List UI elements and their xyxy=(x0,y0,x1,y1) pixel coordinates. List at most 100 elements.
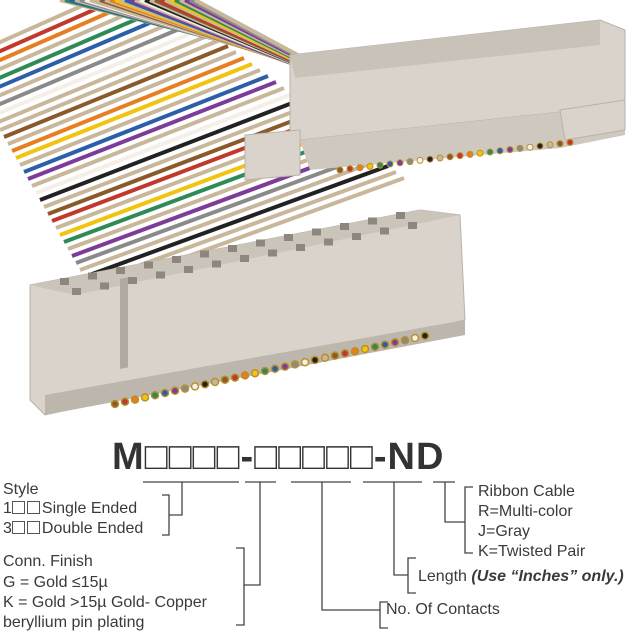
wire xyxy=(0,8,181,89)
contact-hole xyxy=(352,233,361,240)
wire xyxy=(39,98,301,202)
contact-hole xyxy=(156,271,165,279)
finish-gold-heavy: K = Gold >15µ Gold- Copper xyxy=(3,594,207,612)
pin xyxy=(260,366,270,376)
length-label: Length (Use “Inches” only.) xyxy=(418,568,624,586)
style-label: Double Ended xyxy=(41,520,144,537)
wire xyxy=(75,152,373,265)
pin xyxy=(200,379,210,389)
wire xyxy=(0,0,100,45)
contact-hole xyxy=(60,278,69,285)
finish-gold-standard: G = Gold ≤15µ xyxy=(3,574,108,591)
cable-option-twisted: K=Twisted Pair xyxy=(478,543,586,560)
cable-option-gray: J=Gray xyxy=(478,523,531,540)
pin xyxy=(390,338,400,347)
contact-hole xyxy=(240,255,249,262)
wire xyxy=(43,104,309,209)
wire xyxy=(0,0,122,54)
pin xyxy=(240,371,250,380)
wire xyxy=(83,164,389,279)
pin xyxy=(516,144,524,152)
pin xyxy=(250,368,260,378)
pin xyxy=(546,141,554,149)
wire xyxy=(0,32,213,124)
style-code: 3 xyxy=(3,520,12,537)
pin xyxy=(356,164,364,172)
pin xyxy=(340,349,350,358)
pin xyxy=(380,340,390,349)
part-prefix: M xyxy=(112,436,145,478)
pin xyxy=(280,362,290,371)
contact-hole xyxy=(100,282,109,290)
wire xyxy=(0,20,197,107)
contact-hole xyxy=(200,250,209,258)
pin xyxy=(220,375,230,385)
pin xyxy=(120,397,130,407)
pin xyxy=(456,152,464,160)
part-separator: - xyxy=(240,436,255,478)
length-text: Length xyxy=(418,568,467,585)
pin xyxy=(496,147,504,155)
pin xyxy=(310,355,320,365)
finish-gold-heavy-line2: beryllium pin plating xyxy=(3,614,145,631)
wire xyxy=(19,68,261,167)
pin xyxy=(536,142,544,150)
pin xyxy=(426,155,434,163)
wire xyxy=(27,80,277,181)
part-boxes-group1: □□□□ xyxy=(144,436,241,478)
rear-connector xyxy=(244,19,626,181)
contact-hole xyxy=(396,212,405,219)
wire xyxy=(23,74,269,174)
finish-k-code: K = Gold xyxy=(3,594,66,611)
pin xyxy=(140,393,150,402)
pin xyxy=(556,140,564,148)
pin xyxy=(506,146,514,154)
finish-k-desc: >15µ Gold- Copper xyxy=(70,594,208,611)
contact-hole xyxy=(128,277,137,284)
pin xyxy=(486,148,494,156)
contact-hole xyxy=(228,245,237,252)
pin xyxy=(230,373,240,382)
pin xyxy=(400,335,410,345)
wire xyxy=(47,110,317,216)
wire xyxy=(0,38,221,132)
contact-hole xyxy=(72,288,81,295)
pin xyxy=(420,331,430,341)
pin xyxy=(566,138,574,146)
pin xyxy=(360,344,370,354)
pin xyxy=(366,162,374,170)
contact-hole xyxy=(268,249,277,257)
contact-hole xyxy=(368,217,377,225)
part-suffix: -ND xyxy=(373,436,445,478)
pin xyxy=(446,153,454,161)
length-note: (Use “Inches” only.) xyxy=(471,568,624,585)
cable-option-multicolor: R=Multi-color xyxy=(478,503,573,520)
contact-hole xyxy=(324,238,333,246)
pin xyxy=(350,346,360,356)
ribbon-cable-assembly-illustration xyxy=(0,0,626,416)
pin xyxy=(170,386,180,396)
pin xyxy=(210,377,220,387)
pin xyxy=(150,390,160,400)
pin xyxy=(130,395,140,404)
contact-hole xyxy=(284,234,293,241)
pin xyxy=(110,399,120,409)
wire xyxy=(63,134,349,244)
pin xyxy=(330,351,340,360)
pin xyxy=(336,166,344,174)
part-number-template: M□□□□-□□□□□-ND xyxy=(112,436,444,479)
finish-title: Conn. Finish xyxy=(3,553,93,570)
style-code: 1 xyxy=(3,500,12,517)
wire xyxy=(7,50,237,146)
pin xyxy=(410,333,420,343)
contact-hole xyxy=(380,227,389,235)
wire xyxy=(35,92,293,195)
pin xyxy=(160,388,170,398)
contact-hole xyxy=(340,223,349,230)
pin xyxy=(406,158,414,166)
contact-hole xyxy=(256,239,265,247)
pin xyxy=(190,382,200,391)
pin xyxy=(416,156,424,164)
